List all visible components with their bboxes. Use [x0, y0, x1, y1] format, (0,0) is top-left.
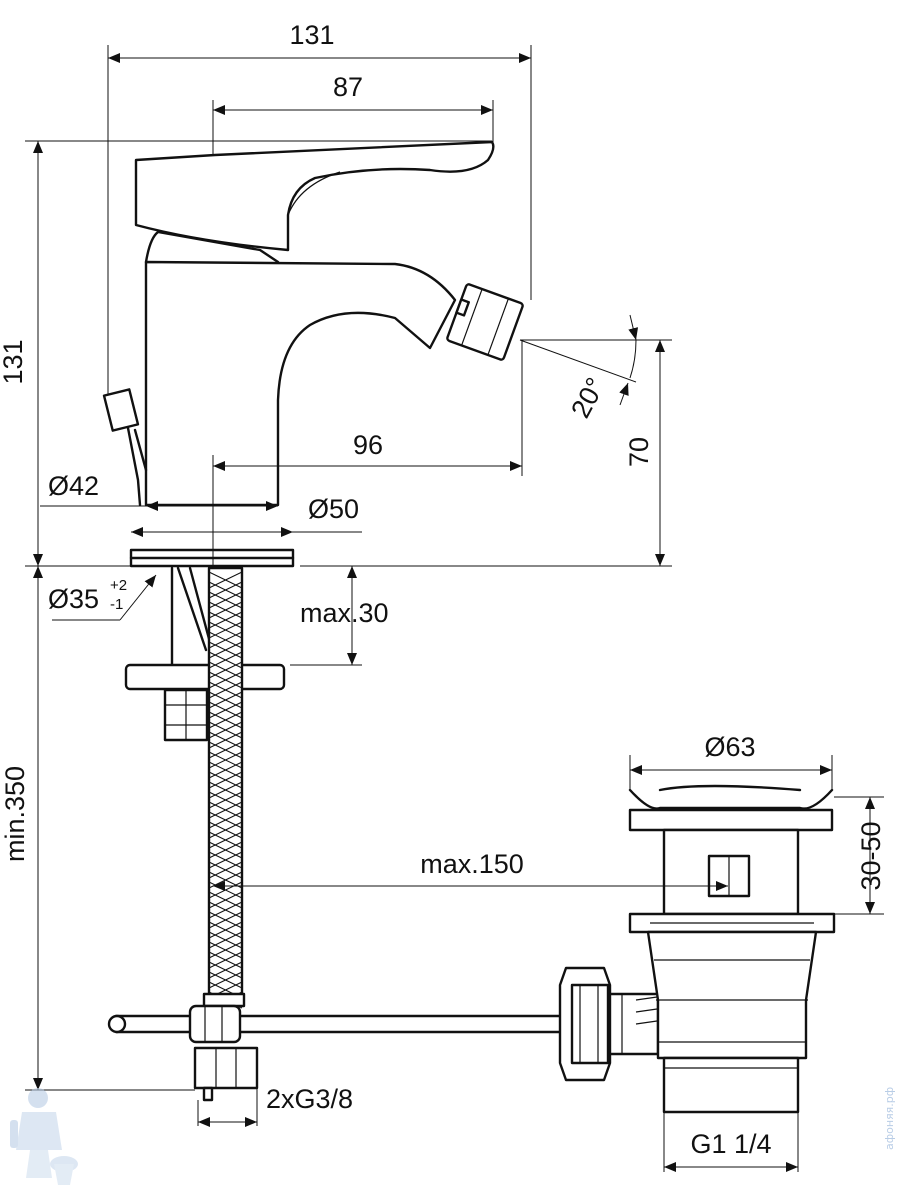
dim-min-hose-length: min.350	[0, 766, 30, 862]
faucet	[102, 140, 524, 742]
dim-spout-reach: 96	[353, 430, 383, 460]
dim-hole-tolerance-minus: -1	[110, 596, 123, 613]
dim-lever-reach: 87	[333, 72, 363, 102]
dim-hose-connections: 2xG3/8	[266, 1084, 353, 1114]
dim-hole-diameter: Ø35	[48, 584, 99, 614]
pop-up-waste	[628, 784, 836, 1114]
fixing-nut	[163, 688, 209, 742]
watermark-text: афоняя.рф	[883, 1087, 896, 1150]
pop-up-linkage	[107, 966, 665, 1082]
dim-spout-angle: 20°	[565, 373, 611, 423]
dim-waste-top-diameter: Ø63	[704, 732, 755, 762]
dimension-labels: 131 87 131 96 70 20° Ø42 Ø50 Ø35 +2 -1 m…	[0, 20, 886, 1159]
dim-waste-thread: G1 1/4	[690, 1129, 771, 1159]
dim-waste-height-range: 30-50	[856, 821, 886, 890]
dimension-lines	[33, 53, 875, 1172]
watermark: афоняя.рф	[10, 1087, 896, 1185]
dim-base-diameter: Ø50	[308, 494, 359, 524]
faucet-body	[144, 260, 457, 507]
dim-spout-height: 70	[624, 437, 654, 467]
dim-overall-height: 131	[0, 339, 28, 384]
lever-collar	[144, 230, 280, 264]
hose-ferrule	[202, 992, 246, 1008]
fixing-washer	[124, 663, 286, 691]
pop-up-rod-knob	[102, 388, 148, 507]
flexible-hose	[193, 566, 259, 1102]
dim-overall-width: 131	[289, 20, 334, 50]
plumber-logo-icon	[10, 1088, 78, 1185]
spout-nozzle	[446, 283, 524, 361]
dim-hole-tolerance-plus: +2	[110, 577, 127, 594]
dim-max-rod-distance: max.150	[420, 849, 524, 879]
lever-handle	[134, 140, 495, 252]
dim-body-diameter: Ø42	[48, 471, 99, 501]
dim-max-deck-thickness: max.30	[300, 598, 389, 628]
